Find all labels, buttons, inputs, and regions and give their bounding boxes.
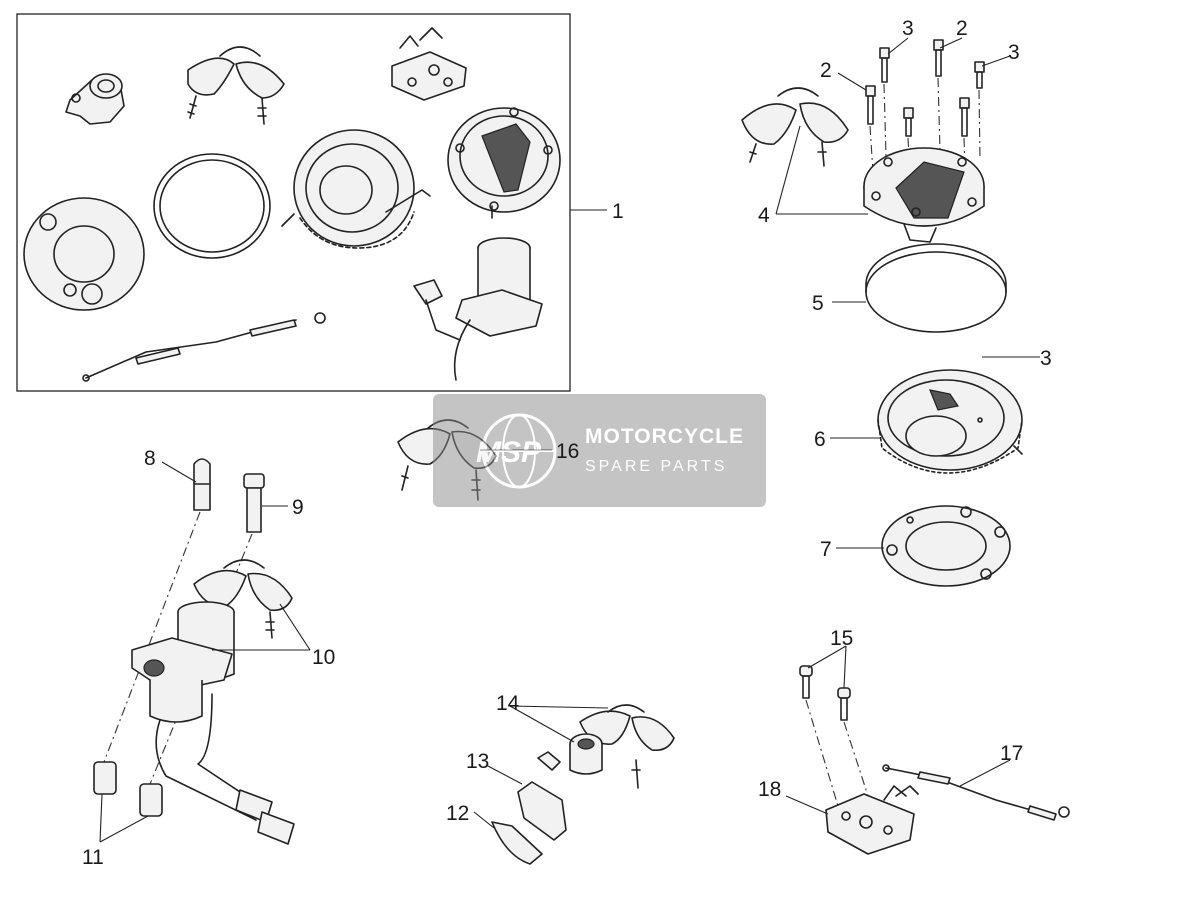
kit-filler-ring xyxy=(281,129,431,249)
callout-3-right: 3 xyxy=(1008,41,1020,64)
callout-3-lower: 3 xyxy=(1040,347,1052,370)
filler-flange xyxy=(877,369,1023,474)
callout-labels: 1 2 2 3 3 3 4 5 6 7 8 9 10 11 12 13 14 1… xyxy=(82,17,1052,869)
callout-16: 16 xyxy=(556,440,579,463)
seat-lock-assembly xyxy=(491,704,675,865)
kit-seal-ring xyxy=(153,153,271,259)
guide-pin xyxy=(193,458,211,511)
watermark: MSP MOTORCYCLE SPARE PARTS xyxy=(433,394,766,507)
screws-top xyxy=(865,39,985,137)
callout-3-left: 3 xyxy=(902,17,914,40)
seal-ring xyxy=(865,243,1007,333)
callout-6: 6 xyxy=(814,428,826,451)
callout-12: 12 xyxy=(446,802,469,825)
latch-screws xyxy=(799,665,871,807)
callout-10: 10 xyxy=(312,646,335,669)
callout-11: 11 xyxy=(82,846,104,869)
kit-frame xyxy=(16,13,607,392)
watermark-line2: SPARE PARTS xyxy=(585,458,727,475)
fuel-cap-assembly xyxy=(863,147,985,243)
ignition-lock-assembly xyxy=(131,559,295,845)
leader-lines xyxy=(99,37,1040,843)
callout-4: 4 xyxy=(758,204,770,227)
callout-14: 14 xyxy=(496,692,520,715)
kit-latch-plate xyxy=(391,27,467,101)
base-gasket xyxy=(881,505,1011,587)
kit-fuel-cap xyxy=(447,107,561,219)
watermark-logo: MSP xyxy=(476,436,542,469)
callout-2-right: 2 xyxy=(956,17,968,40)
kit-release-cable xyxy=(82,312,326,382)
callout-8: 8 xyxy=(144,447,156,470)
kit-small-lock-cylinder xyxy=(65,73,125,125)
fuel-cap-keys xyxy=(741,87,849,167)
callout-1: 1 xyxy=(612,200,624,223)
callout-2-left: 2 xyxy=(820,59,832,82)
kit-base-plate xyxy=(23,197,145,311)
bolt-long xyxy=(243,473,265,533)
spacers xyxy=(93,761,163,817)
callout-18: 18 xyxy=(758,778,781,801)
callout-13: 13 xyxy=(466,750,489,773)
seat-release-cable xyxy=(882,764,1070,821)
callout-7: 7 xyxy=(820,538,832,561)
kit-key-pair xyxy=(187,46,285,125)
callout-17: 17 xyxy=(1000,742,1023,765)
kit-ignition-switch xyxy=(413,237,543,381)
callout-5: 5 xyxy=(812,292,824,315)
watermark-line1: MOTORCYCLE xyxy=(585,425,744,448)
seat-latch xyxy=(825,785,919,855)
callout-9: 9 xyxy=(292,496,304,519)
callout-15: 15 xyxy=(830,627,853,650)
